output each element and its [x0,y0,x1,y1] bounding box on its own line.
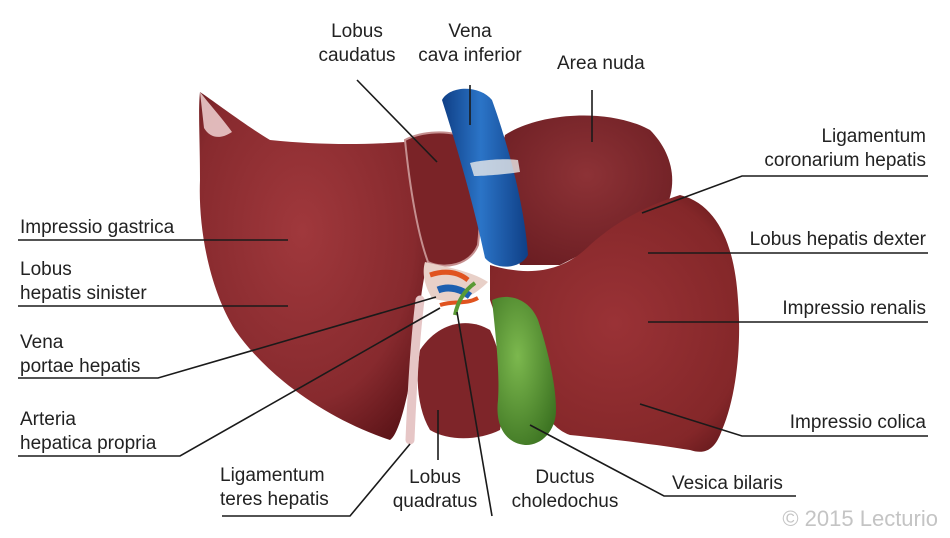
lobus-quadratus-shape [417,323,503,439]
leader-arteria-hepatica [18,307,441,457]
leader-impressio-colica [639,403,928,437]
leader-lines [18,79,928,517]
leader-vesica-bilaris [529,424,796,497]
leader-ductus-choledochus [456,311,493,517]
label-impressio-gastrica: Impressio gastrica [20,217,175,238]
ligamentum-teres-shape [405,295,425,445]
label-arteria-hepatica: Arteria hepatica propria [20,409,157,454]
label-area-nuda: Area nuda [557,53,645,74]
leader-lobus-caudatus [356,79,438,163]
leader-ligamentum-coronarium [641,175,928,214]
label-ductus-choledochus: Ductus choledochus [511,467,619,512]
vena-cava-inferior-shape [442,88,528,267]
label-impressio-colica: Impressio colica [789,412,926,433]
copyright-notice: © 2015 Lecturio [782,506,938,531]
label-impressio-renalis: Impressio renalis [782,298,926,319]
vesica-bilaris-shape [492,296,556,446]
label-lobus-caudatus: Lobus caudatus [318,21,396,66]
label-vena-portae: Vena portae hepatis [20,332,141,377]
label-ligamentum-teres: Ligamentum teres hepatis [220,465,329,510]
leader-vena-portae [18,296,437,379]
leader-ligamentum-teres [222,443,411,517]
label-lobus-quadratus: Lobus quadratus [392,467,478,512]
label-ligamentum-coronarium: Ligamentum coronarium hepatis [764,126,926,171]
label-lobus-hepatis-dexter: Lobus hepatis dexter [749,229,926,250]
hepatic-hilum-vessels [423,262,488,316]
lobus-hepatis-sinister-shape [199,92,428,440]
label-vesica-bilaris: Vesica bilaris [672,473,783,494]
label-lobus-hepatis-sinister: Lobus hepatis sinister [20,259,147,304]
label-vena-cava-inferior: Vena cava inferior [418,21,522,66]
